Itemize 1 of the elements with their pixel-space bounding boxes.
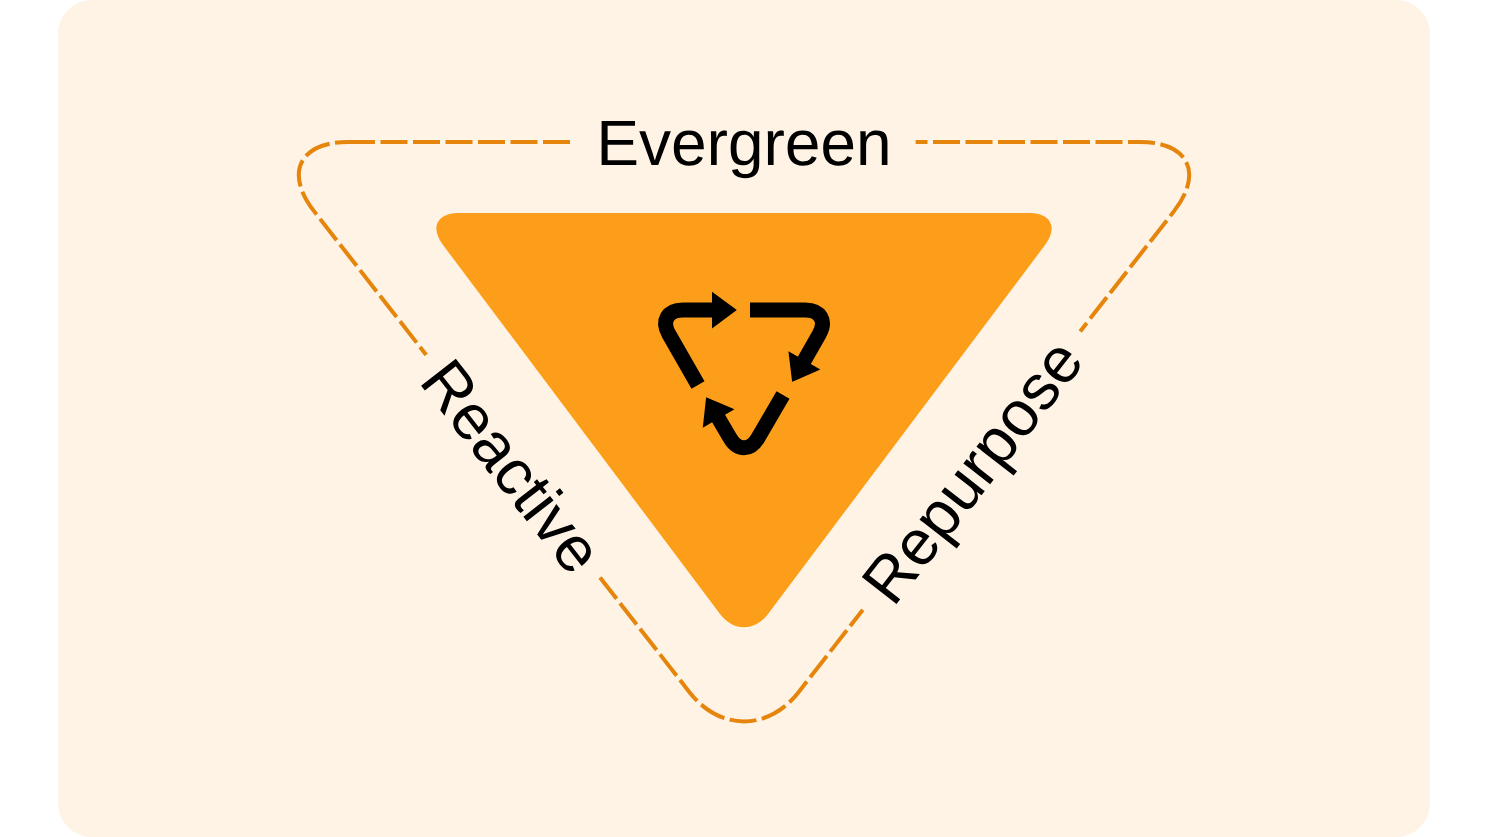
side-label: Evergreen: [572, 115, 916, 185]
